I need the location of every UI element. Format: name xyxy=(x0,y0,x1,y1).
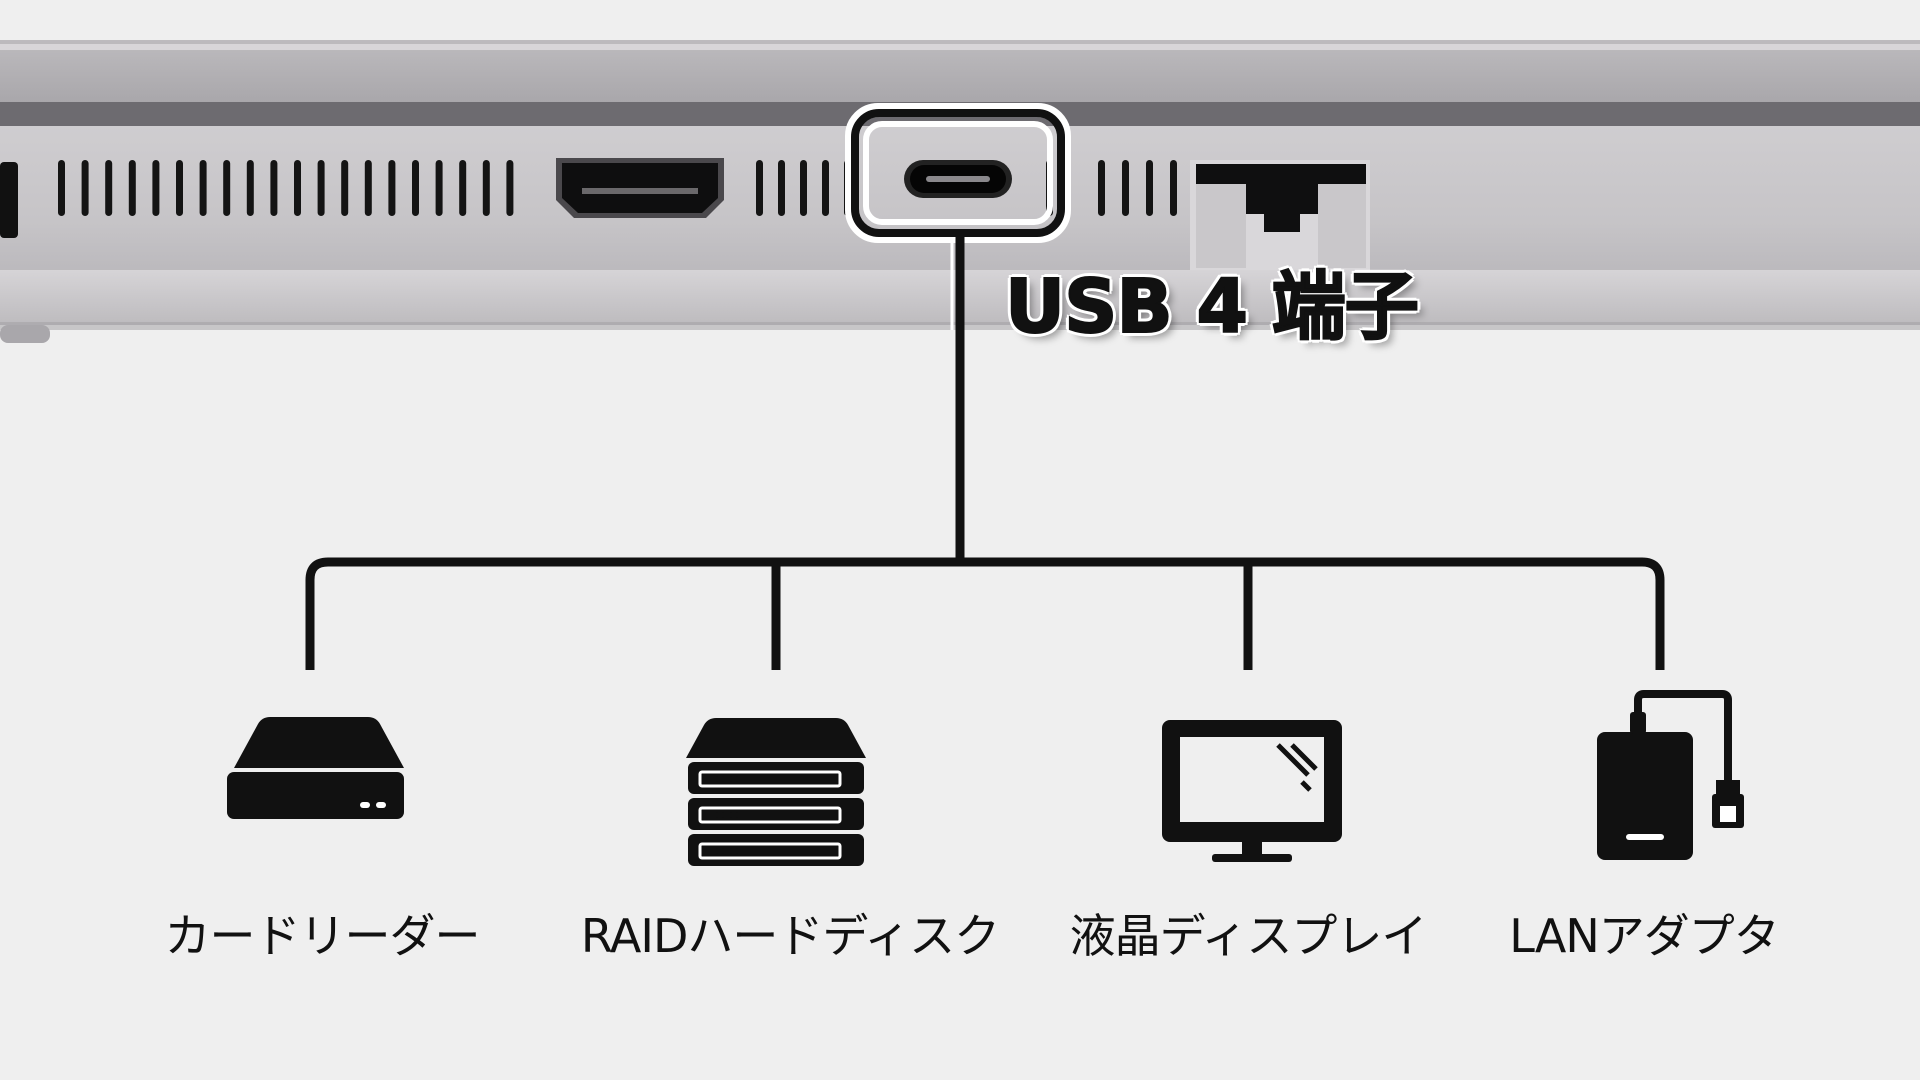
vent-slot xyxy=(246,160,254,216)
device-label-raid-hard-disk: RAIDハードディスク xyxy=(580,909,1000,963)
vent-slot xyxy=(81,160,89,216)
vent-slot xyxy=(317,160,325,216)
branch-bar xyxy=(305,557,1665,670)
vent-slot xyxy=(294,160,301,216)
vent-slot xyxy=(822,160,829,216)
hdmi-port xyxy=(556,158,724,218)
vent-slot xyxy=(412,160,419,216)
card-reader-icon xyxy=(227,717,404,819)
vent-slot xyxy=(778,160,785,216)
device-label-lan-adapter: LANアダプタ xyxy=(1509,909,1780,963)
vent-slot xyxy=(223,160,231,216)
vent-grille xyxy=(58,160,1177,216)
device-label-card-reader: カードリーダー xyxy=(164,909,481,963)
vent-slot xyxy=(364,160,372,216)
vent-slot xyxy=(756,160,763,216)
lid-edge xyxy=(0,40,1920,102)
vent-slot xyxy=(1122,160,1129,216)
usb4-port-label: USB 4 端子 xyxy=(1004,264,1420,350)
vent-slot xyxy=(199,160,207,216)
vent-slot xyxy=(506,160,514,216)
monitor-icon xyxy=(1162,720,1342,862)
connector-tree xyxy=(305,236,1665,670)
vent-slot xyxy=(341,160,349,216)
lid-highlight xyxy=(0,44,1920,50)
partial-port xyxy=(0,162,18,238)
vent-slot xyxy=(435,160,443,216)
vent-slot xyxy=(482,160,490,216)
vent-slot xyxy=(270,160,278,216)
raid-hard-disk-icon xyxy=(686,718,866,866)
lan-port xyxy=(1190,160,1370,270)
vent-slot xyxy=(1098,160,1105,216)
vent-slot xyxy=(459,160,467,216)
vent-slot xyxy=(105,160,113,216)
vent-slot xyxy=(1170,160,1177,216)
vent-slot xyxy=(800,160,807,216)
foot xyxy=(0,325,50,343)
device-label-lcd-display: 液晶ディスプレイ xyxy=(1069,909,1428,963)
vent-slot xyxy=(152,160,160,216)
vent-slot xyxy=(176,160,183,216)
vent-slot xyxy=(388,160,396,216)
vent-slot xyxy=(1146,160,1153,216)
usb-c-port xyxy=(904,160,1012,198)
vent-slot xyxy=(58,160,65,216)
vent-slot xyxy=(128,160,136,216)
lan-adapter-icon xyxy=(1597,690,1744,860)
